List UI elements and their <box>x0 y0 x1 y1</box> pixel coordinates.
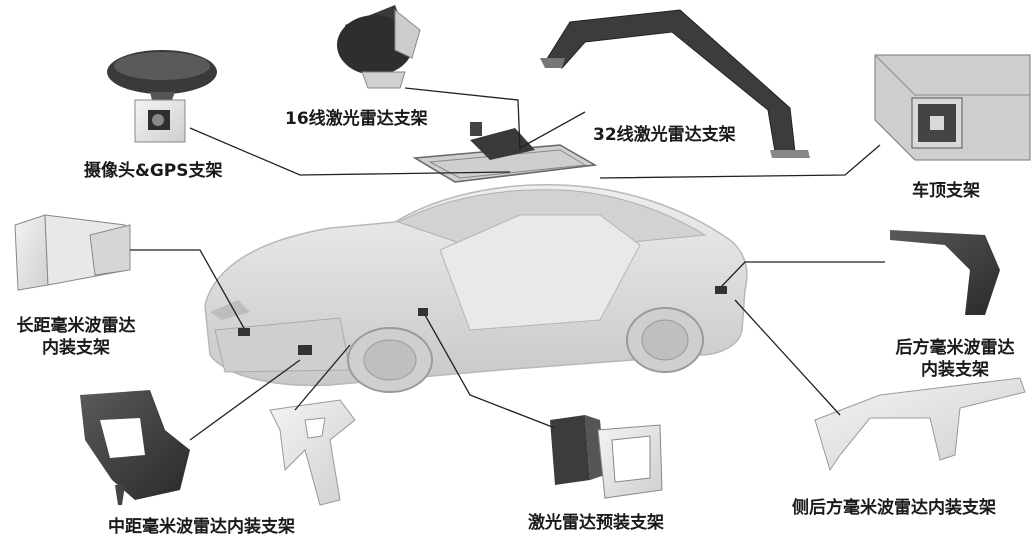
leader-line-camera <box>189 127 511 176</box>
leader-line-long-radar <box>130 249 246 331</box>
marker-lidar-pre <box>418 308 428 316</box>
label-rear-radar: 后方毫米波雷达 内装支架 <box>880 337 1030 381</box>
label-roof: 车顶支架 <box>912 181 980 201</box>
lidar-pre-bracket <box>550 415 663 499</box>
side-rear-radar-bracket <box>814 377 1026 472</box>
label-camera-gps: 摄像头&GPS支架 <box>84 161 223 181</box>
lidar16-bracket <box>337 5 421 89</box>
roof-profile-bracket <box>874 54 1031 161</box>
label-lidar32: 32线激光雷达支架 <box>593 125 736 145</box>
leader-line-side-rear <box>734 299 841 416</box>
label-long-radar-line1: 长距毫米波雷达 <box>16 316 136 336</box>
leader-line-rear-radar <box>719 261 885 289</box>
mid-radar-bracket-light <box>269 399 356 506</box>
label-mid-radar: 中距毫米波雷达内装支架 <box>108 517 295 537</box>
mount-markers <box>238 286 727 355</box>
leader-line-mid-radar <box>189 359 301 441</box>
leader-line-lidar32 <box>519 111 586 149</box>
label-rear-radar-line2: 内装支架 <box>921 360 989 380</box>
long-radar-bracket <box>14 214 131 291</box>
label-side-rear-radar: 侧后方毫米波雷达内装支架 <box>792 498 996 518</box>
label-lidar-pre: 激光雷达预装支架 <box>528 513 664 533</box>
label-long-radar: 长距毫米波雷达 内装支架 <box>6 315 146 359</box>
leader-lines <box>130 87 885 441</box>
leader-line-mid-radar-2 <box>294 344 351 411</box>
rear-radar-bracket <box>890 230 1000 315</box>
marker-mid-radar <box>298 345 312 355</box>
label-long-radar-line2: 内装支架 <box>42 338 110 358</box>
leader-line-lidar16 <box>404 87 521 151</box>
lidar32-bracket <box>540 9 810 158</box>
leader-line-roof <box>599 144 881 179</box>
label-rear-radar-line1: 后方毫米波雷达 <box>895 338 1015 358</box>
marker-rear-radar <box>715 286 727 294</box>
mid-radar-bracket-dark <box>80 390 190 505</box>
marker-long-radar <box>238 328 250 336</box>
car-body <box>204 184 748 393</box>
label-lidar16: 16线激光雷达支架 <box>285 109 428 129</box>
leader-line-lidar-pre <box>424 314 556 429</box>
camera-gps-bracket <box>107 50 217 143</box>
